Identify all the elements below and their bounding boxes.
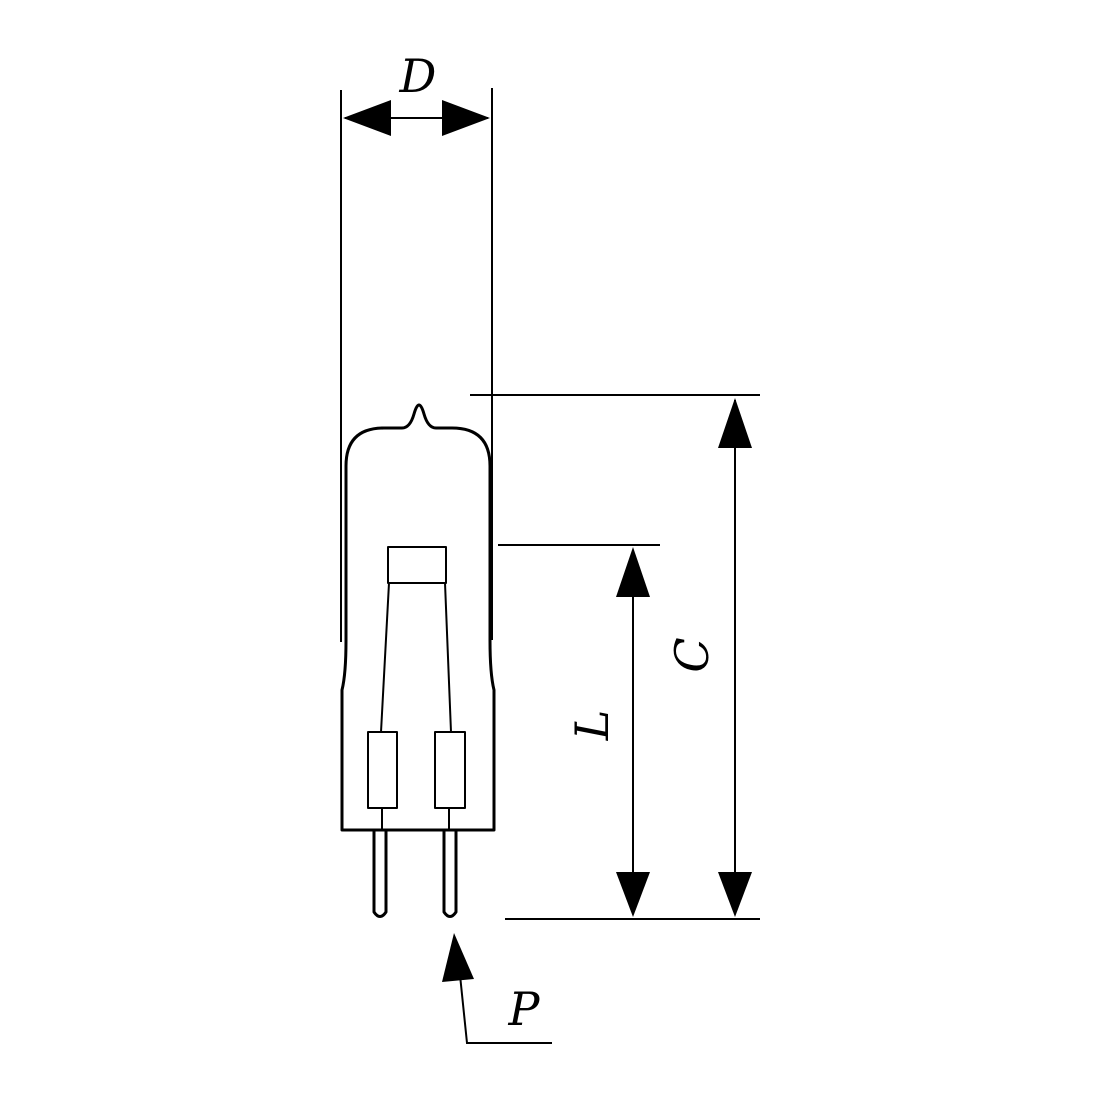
foil-right	[434, 731, 466, 809]
label-diameter: D	[399, 49, 437, 103]
label-pins: P	[508, 982, 541, 1036]
lamp-drawing	[340, 403, 496, 918]
dimension-light-center-length	[498, 544, 660, 917]
inner-lead-left	[380, 582, 390, 733]
label-overall-length: C	[665, 637, 719, 672]
leader-line-p	[459, 974, 552, 1044]
filament	[387, 546, 447, 584]
lamp-envelope-outline	[340, 403, 496, 832]
inner-lead-right	[444, 582, 452, 733]
arrowhead-l-top	[616, 547, 650, 597]
arrowhead-p	[442, 933, 474, 982]
arrowhead-d-right	[442, 100, 490, 136]
label-light-center-length: L	[565, 710, 619, 742]
pin-right	[442, 828, 458, 918]
arrowhead-d-left	[343, 100, 391, 136]
dimension-overall-length	[470, 394, 760, 920]
pin-left	[372, 828, 388, 918]
leader-pins	[442, 933, 552, 1044]
arrowhead-c-top	[718, 398, 752, 448]
arrowhead-l-bottom	[616, 872, 650, 917]
foil-left	[367, 731, 398, 809]
arrowhead-c-bottom	[718, 872, 752, 917]
dimension-diameter	[340, 88, 493, 642]
